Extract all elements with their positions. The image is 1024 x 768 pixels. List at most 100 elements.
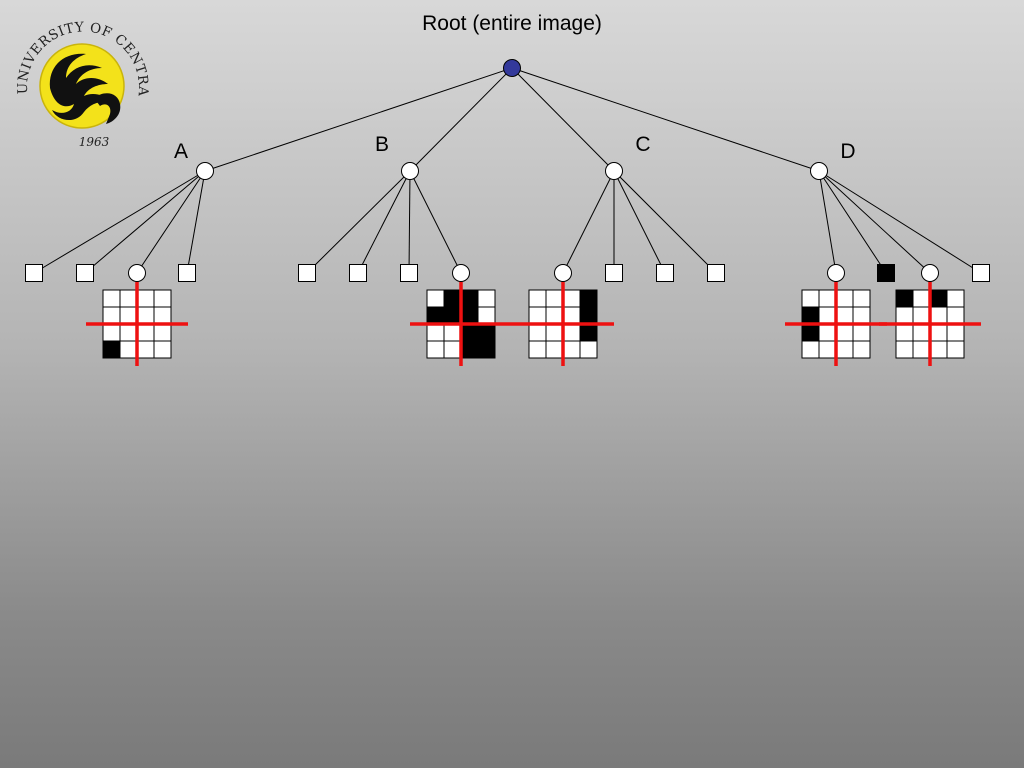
grid-cell [946, 340, 965, 359]
grid-cell [579, 323, 598, 342]
edge-D-1 [818, 170, 837, 274]
label-B: B [375, 133, 389, 156]
node-D-2 [877, 264, 895, 282]
grid-cell [946, 323, 965, 342]
ucf-seal-logo: UNIVERSITY OF CENTRAL FLORIDA 1963 [14, 6, 151, 149]
grid-cell [443, 289, 462, 308]
node-C [605, 162, 623, 180]
edge-B-1 [306, 170, 411, 274]
grid-cell [852, 289, 871, 308]
grid-cell [929, 306, 948, 325]
grid-cell [136, 306, 155, 325]
grid-cell [153, 323, 172, 342]
grid-cell [562, 306, 581, 325]
edge-root-A [204, 67, 513, 172]
root-node [503, 59, 521, 77]
node-B-3 [400, 264, 418, 282]
node-A-3 [128, 264, 146, 282]
grid-cell [528, 340, 547, 359]
grid-cell [912, 323, 931, 342]
grid-cell [426, 306, 445, 325]
grid-cell [460, 323, 479, 342]
grid-cell [102, 340, 121, 359]
grid-B-4 [410, 282, 512, 366]
grid-cell [119, 306, 138, 325]
grid-cell [102, 323, 121, 342]
grid-cell [460, 340, 479, 359]
edge-A-1 [33, 170, 206, 274]
grid-cell [895, 289, 914, 308]
edge-C-3 [613, 170, 666, 274]
grid-cell [545, 306, 564, 325]
grid-cell [119, 340, 138, 359]
grid-cell [528, 289, 547, 308]
node-B [401, 162, 419, 180]
grid-cell [929, 340, 948, 359]
grid-cell [946, 306, 965, 325]
grid-cell [579, 289, 598, 308]
grid-cell [102, 289, 121, 308]
grid-cell [946, 289, 965, 308]
grid-cell [136, 289, 155, 308]
grid-cell [136, 323, 155, 342]
grid-cell [426, 323, 445, 342]
grid-cell [477, 306, 496, 325]
edge-D-3 [818, 170, 931, 274]
grid-A-3 [86, 282, 188, 366]
grid-cell [912, 289, 931, 308]
edge-B-2 [357, 170, 411, 274]
tree-nodes [25, 59, 990, 282]
leaf-grids [86, 282, 981, 366]
edge-B-3 [408, 170, 411, 274]
grid-cell [545, 340, 564, 359]
node-D-3 [921, 264, 939, 282]
grid-cell [443, 340, 462, 359]
grid-cell [852, 340, 871, 359]
grid-cell [562, 323, 581, 342]
node-C-2 [605, 264, 623, 282]
label-D: D [840, 140, 855, 163]
grid-cell [818, 289, 837, 308]
grid-cell [801, 289, 820, 308]
grid-cell [895, 340, 914, 359]
node-D-1 [827, 264, 845, 282]
grid-cell [835, 306, 854, 325]
grid-cell [818, 306, 837, 325]
edge-root-C [511, 67, 615, 172]
grid-cell [835, 340, 854, 359]
grid-cell [528, 306, 547, 325]
grid-cell [852, 323, 871, 342]
grid-cell [835, 289, 854, 308]
grid-cell [852, 306, 871, 325]
grid-cell [562, 289, 581, 308]
node-C-1 [554, 264, 572, 282]
grid-cell [528, 323, 547, 342]
grid-cell [460, 306, 479, 325]
edge-root-D [511, 67, 820, 172]
edge-A-4 [186, 170, 206, 274]
grid-cell [835, 323, 854, 342]
grid-cell [912, 340, 931, 359]
grid-cell [801, 323, 820, 342]
grid-cell [443, 323, 462, 342]
node-A-2 [76, 264, 94, 282]
grid-cell [153, 306, 172, 325]
grid-cell [562, 340, 581, 359]
grid-cell [895, 323, 914, 342]
grid-cell [426, 340, 445, 359]
root-label: Root (entire image) [422, 12, 602, 35]
grid-cell [818, 340, 837, 359]
grid-cell [426, 289, 445, 308]
grid-D-1 [785, 282, 887, 366]
grid-C-1 [512, 282, 614, 366]
grid-cell [579, 306, 598, 325]
grid-cell [153, 340, 172, 359]
tree-edges [33, 67, 982, 274]
grid-cell [801, 306, 820, 325]
node-A [196, 162, 214, 180]
node-C-3 [656, 264, 674, 282]
edge-D-2 [818, 170, 887, 274]
grid-cell [102, 306, 121, 325]
